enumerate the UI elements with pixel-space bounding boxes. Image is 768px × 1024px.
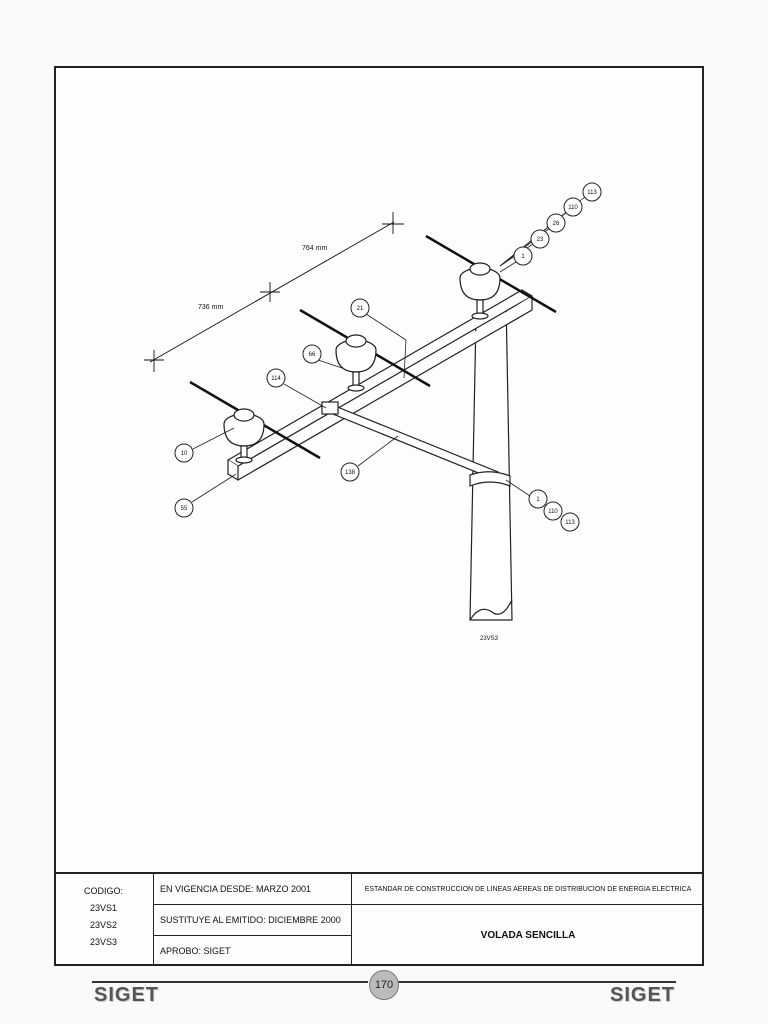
page-number: 170	[369, 970, 399, 1000]
callout-66	[302, 344, 322, 364]
vigencia-text: EN VIGENCIA DESDE: MARZO 2001	[160, 884, 312, 894]
callout-113-bottom	[560, 512, 580, 532]
callout-110-bottom	[543, 501, 563, 521]
callout-138-label: 138	[345, 470, 356, 476]
callout-23-label: 23	[537, 237, 544, 243]
dimension-lines	[144, 212, 404, 372]
aprobo-text: APROBO: SIGET	[160, 946, 231, 956]
code-2: 23VS2	[89, 920, 118, 930]
code-1: 23VS1	[89, 903, 118, 913]
callout-26	[546, 213, 566, 233]
codigo-cell: CODIGO: 23VS1 23VS2 23VS3	[54, 874, 154, 966]
aprobo-cell: APROBO: SIGET	[154, 936, 352, 966]
callout-110-top-label: 110	[568, 205, 578, 211]
code-3: 23VS3	[89, 937, 118, 947]
callout-110-bottom-label: 110	[548, 509, 558, 515]
brace	[321, 401, 511, 487]
insulator-left	[223, 408, 265, 464]
callout-55	[174, 498, 194, 518]
callout-10	[174, 443, 194, 463]
footer-line-right	[398, 981, 676, 983]
callout-113-top	[582, 182, 602, 202]
vigencia-cell: EN VIGENCIA DESDE: MARZO 2001	[154, 874, 352, 905]
codigo-label: CODIGO:	[83, 886, 123, 896]
footer-line-left	[92, 981, 368, 983]
callout-113-top-label: 113	[587, 190, 597, 196]
callout-113-bottom-label: 113	[565, 520, 575, 526]
title-cell: VOLADA SENCILLA	[352, 905, 704, 966]
callout-1-bottom	[528, 489, 548, 509]
callout-26-label: 26	[553, 221, 560, 227]
standard-cell: ESTANDAR DE CONSTRUCCION DE LINEAS AEREA…	[352, 874, 704, 905]
drawing-code-label: 23VS3	[480, 636, 499, 642]
callout-1-top	[513, 246, 533, 266]
callout-21-label: 21	[357, 306, 364, 312]
callout-55-label: 55	[181, 506, 188, 512]
insulator-middle	[335, 334, 377, 392]
callout-114	[266, 368, 286, 388]
sustituye-cell: SUSTITUYE AL EMITIDO: DICIEMBRE 2000	[154, 905, 352, 936]
dimension-736-label: 736 mm	[198, 304, 223, 311]
siget-logo-right: SIGET	[610, 984, 676, 1006]
sustituye-text: SUSTITUYE AL EMITIDO: DICIEMBRE 2000	[160, 915, 341, 925]
pole	[469, 298, 513, 621]
callout-10-label: 10	[181, 451, 188, 457]
drawing-frame	[54, 66, 704, 966]
callout-21	[350, 298, 370, 318]
callout-1-bottom-label: 1	[536, 497, 540, 503]
siget-logo-left: SIGET	[94, 984, 160, 1006]
callout-110-top	[563, 197, 583, 217]
cross-arm	[226, 289, 534, 482]
dimension-764-label: 764 mm	[302, 245, 327, 252]
insulators	[223, 262, 501, 464]
callout-114-label: 114	[271, 376, 281, 382]
standard-text: ESTANDAR DE CONSTRUCCION DE LINEAS AEREA…	[364, 885, 692, 893]
title-block: CODIGO: 23VS1 23VS2 23VS3 EN VIGENCIA DE…	[54, 872, 704, 966]
callout-23	[530, 229, 550, 249]
callout-1-top-label: 1	[521, 254, 525, 260]
callout-66-label: 66	[309, 352, 316, 358]
drawing-title: VOLADA SENCILLA	[480, 930, 576, 941]
insulator-right	[459, 262, 501, 320]
callout-138	[340, 462, 360, 482]
